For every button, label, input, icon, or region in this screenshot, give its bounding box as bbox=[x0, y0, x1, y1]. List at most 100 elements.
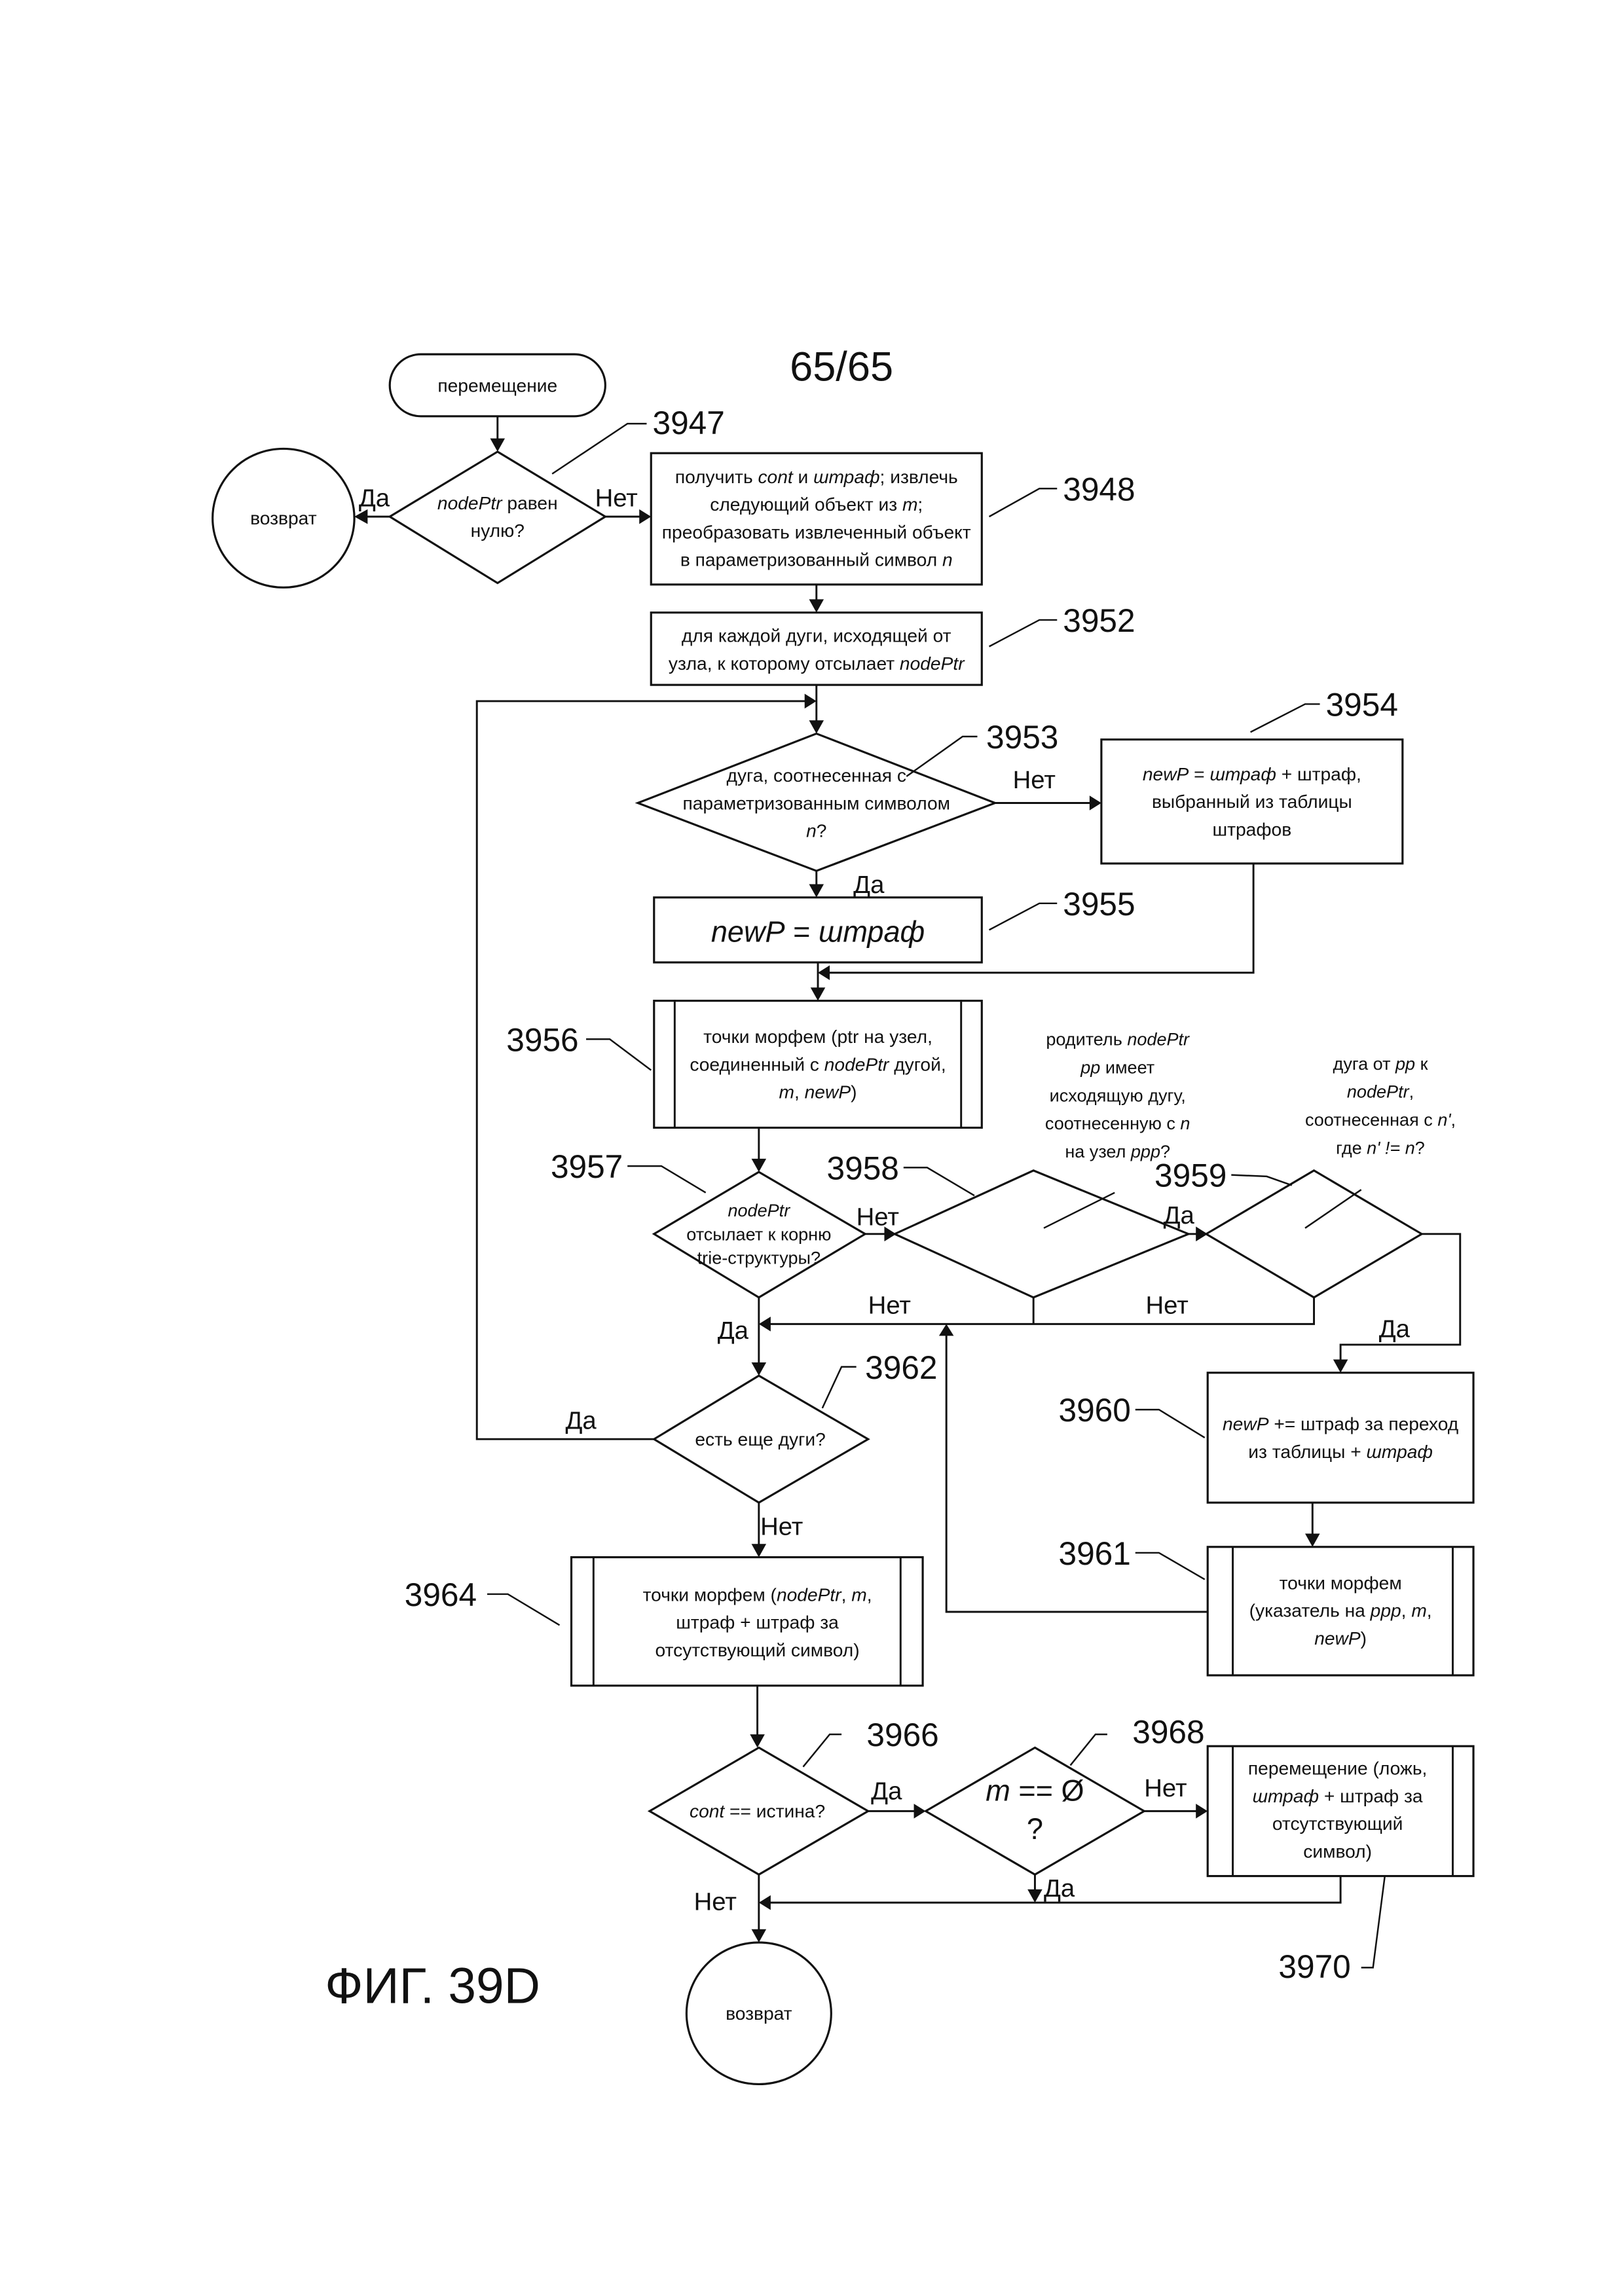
p3961-text-line: (указатель на ppp, m, bbox=[1249, 1600, 1432, 1621]
p3961-text-line: newP) bbox=[1314, 1628, 1367, 1649]
decision-3959-arc-to-nodeptr bbox=[1206, 1171, 1422, 1298]
b3960-text-line: из таблицы + штраф bbox=[1248, 1441, 1433, 1462]
decision-3959-text: дуга от pp кnodePtr,соотнесенная с n',гд… bbox=[1305, 1054, 1456, 1158]
ref-3966: 3966 bbox=[866, 1717, 938, 1753]
d3958-text-line: соотнесенную с n bbox=[1045, 1114, 1190, 1133]
return-terminal-bottom: возврат bbox=[686, 1942, 831, 2084]
ref-3957: 3957 bbox=[551, 1148, 623, 1185]
return_top-text-line: возврат bbox=[250, 507, 317, 528]
d3953-text-line: дуга, соотнесенная с bbox=[727, 765, 906, 786]
d3966-text-line: cont == истина? bbox=[690, 1800, 825, 1821]
p3964-text-line: точки морфем (nodePtr, m, bbox=[643, 1584, 872, 1605]
b3954-text-line: newP = штраф + штраф, bbox=[1143, 763, 1361, 784]
page-number: 65/65 bbox=[790, 344, 893, 390]
d3947-text-line: нулю? bbox=[471, 520, 525, 541]
p3961-text-line: точки морфем bbox=[1280, 1572, 1402, 1593]
figure-caption: ФИГ. 39D bbox=[325, 1958, 540, 2014]
ref-3953: 3953 bbox=[986, 719, 1058, 756]
subprocess-3970-recursive-move: перемещение (ложь, штраф + штраф за отсутс… bbox=[1208, 1746, 1473, 1876]
label-3947-no: Нет bbox=[595, 484, 638, 512]
d3953-text-line: n? bbox=[806, 820, 826, 841]
label-3947-yes: Да bbox=[359, 484, 390, 512]
label-3959-no: Нет bbox=[1146, 1292, 1189, 1320]
label-3962-yes: Да bbox=[565, 1406, 597, 1434]
subprocess-3961-morpheme-points-ppp: точки морфем (указатель на ppp, m, newP) bbox=[1208, 1547, 1473, 1675]
decision-3953-arc-matches-symbol: дуга, соотнесенная с параметризованным си… bbox=[638, 734, 995, 871]
p3956-text-line: точки морфем (ptr на узел, bbox=[703, 1026, 932, 1047]
subprocess-3956-morpheme-points: точки морфем (ptr на узел, соединенный с … bbox=[654, 1001, 982, 1128]
ref-3962: 3962 bbox=[865, 1349, 937, 1386]
decision-3957-root-of-trie: nodePtr отсылает к корню trie-структуры? bbox=[654, 1172, 865, 1298]
process-3952-for-each-arc: для каждой дуги, исходящей от узла, к кот… bbox=[651, 613, 982, 685]
process-3955-newp-equals-penalty: newP = штраф bbox=[654, 898, 982, 962]
ref-3955: 3955 bbox=[1063, 886, 1135, 922]
decision-3962-more-arcs: есть еще дуги? bbox=[654, 1376, 868, 1503]
b3948-text-line: в параметризованный символ n bbox=[680, 549, 953, 570]
label-3962-no: Нет bbox=[760, 1513, 803, 1541]
label-3953-yes: Да bbox=[853, 871, 885, 899]
p3964-text-line: отсутствующий символ) bbox=[655, 1639, 860, 1660]
label-3968-yes: Да bbox=[1044, 1874, 1075, 1903]
b3954-text-line: штрафов bbox=[1213, 818, 1292, 839]
ref-3959: 3959 bbox=[1154, 1157, 1227, 1194]
label-3966-no: Нет bbox=[694, 1887, 737, 1916]
subprocess-3964-morpheme-points-missing-symbol: точки морфем (nodePtr, m, штраф + штраф з… bbox=[572, 1558, 923, 1686]
ref-3964: 3964 bbox=[405, 1576, 477, 1613]
label-3966-yes: Да bbox=[871, 1777, 902, 1805]
b3948-text-line: следующий объект из m; bbox=[710, 494, 923, 515]
d3958-text-line: исходящую дугу, bbox=[1050, 1085, 1186, 1105]
p3970-text-line: символ) bbox=[1303, 1840, 1372, 1861]
decision-3968-m-empty: m == Ø? bbox=[926, 1747, 1145, 1874]
label-3968-no: Нет bbox=[1144, 1774, 1187, 1802]
b3952-text-line: узла, к которому отсылает nodePtr bbox=[669, 653, 965, 674]
ref-3954: 3954 bbox=[1326, 686, 1398, 723]
ref-3961: 3961 bbox=[1059, 1535, 1131, 1572]
ref-3960: 3960 bbox=[1059, 1392, 1131, 1429]
ref-3970: 3970 bbox=[1278, 1948, 1350, 1985]
p3964-text-line: штраф + штраф за bbox=[676, 1612, 839, 1633]
d3957-text-line: отсылает к корню bbox=[686, 1224, 831, 1244]
p3970-text-line: отсутствующий bbox=[1272, 1813, 1403, 1834]
process-3960-transition-penalty: newP += штраф за переход из таблицы + штр… bbox=[1208, 1373, 1473, 1503]
label-3953-no: Нет bbox=[1013, 766, 1056, 794]
d3968-text-line: m == Ø bbox=[986, 1774, 1084, 1808]
b3954-text-line: выбранный из таблицы bbox=[1152, 791, 1352, 812]
b3960-text-line: newP += штраф за переход bbox=[1223, 1413, 1458, 1434]
d3968-text-line: ? bbox=[1027, 1812, 1043, 1846]
decision-3947-nodeptr-null: nodePtr равен нулю? bbox=[390, 452, 605, 583]
d3957-text-line: trie-структуры? bbox=[697, 1248, 821, 1267]
p3956-text-line: соединенный с nodePtr дугой, bbox=[690, 1053, 946, 1074]
d3958-text-line: pp имеет bbox=[1080, 1058, 1154, 1078]
decision-3958-parent-has-arc bbox=[895, 1171, 1189, 1298]
d3962-text-line: есть еще дуги? bbox=[695, 1429, 825, 1449]
d3953-text-line: параметризованным символом bbox=[683, 792, 950, 813]
process-3954-newp-penalty-table: newP = штраф + штраф, выбранный из таблиц… bbox=[1101, 740, 1403, 864]
d3958-text-line: родитель nodePtr bbox=[1046, 1030, 1190, 1049]
b3948-text-line: преобразовать извлеченный объект bbox=[662, 521, 971, 542]
edge-labels: Да Нет Нет Да Нет Да Нет Нет Да Да Да Не… bbox=[359, 484, 1411, 1916]
start-text-line: перемещение bbox=[437, 374, 557, 395]
ref-3952: 3952 bbox=[1063, 602, 1135, 639]
b3955-text-line: newP = штраф bbox=[711, 915, 925, 948]
p3970-text-line: перемещение (ложь, bbox=[1248, 1758, 1427, 1779]
decision-3966-cont-true: cont == истина? bbox=[650, 1747, 868, 1874]
b3948-text-line: получить cont и штраф; извлечь bbox=[675, 466, 958, 487]
d3959-text-line: nodePtr, bbox=[1347, 1082, 1414, 1102]
start-terminator: перемещение bbox=[390, 354, 605, 416]
d3957-text-line: nodePtr bbox=[728, 1201, 790, 1220]
return_bottom-text-line: возврат bbox=[726, 2003, 792, 2024]
label-3957-yes: Да bbox=[718, 1317, 749, 1345]
d3947-text-line: nodePtr равен bbox=[437, 492, 558, 513]
label-3958-no: Нет bbox=[868, 1292, 911, 1320]
b3952-text-line: для каждой дуги, исходящей от bbox=[682, 625, 951, 646]
return-terminal-top: возврат bbox=[213, 448, 354, 587]
ref-3956: 3956 bbox=[506, 1021, 578, 1058]
label-3957-no: Нет bbox=[857, 1203, 899, 1231]
ref-3958: 3958 bbox=[827, 1150, 899, 1186]
label-3958-yes: Да bbox=[1164, 1201, 1195, 1230]
d3959-text-line: дуга от pp к bbox=[1333, 1054, 1428, 1074]
ref-3968: 3968 bbox=[1132, 1714, 1204, 1751]
p3970-text-line: штраф + штраф за bbox=[1253, 1785, 1423, 1806]
d3959-text-line: соотнесенная с n', bbox=[1305, 1110, 1456, 1130]
